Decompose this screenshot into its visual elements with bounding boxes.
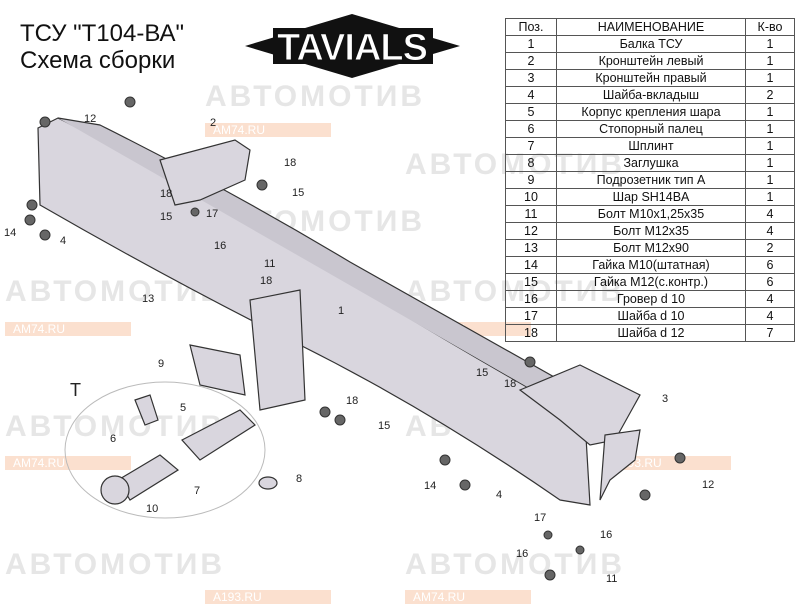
cell-name: Гровер d 10: [556, 290, 746, 308]
watermark: АВТОМОТИВ: [5, 548, 225, 581]
plug-cap: [258, 476, 278, 490]
watermark-site: AM74.RU: [205, 123, 331, 137]
table-header: Поз. НАИМЕНОВАНИЕ К-во: [505, 18, 795, 36]
cell-name: Гайка М10(штатная): [556, 256, 746, 274]
callout-label: 15: [160, 211, 172, 223]
callout-label: 1: [338, 305, 344, 317]
callout-label: 8: [296, 473, 302, 485]
tavials-logo: TAVIALS: [245, 14, 460, 78]
cell-name: Корпус крепления шара: [556, 103, 746, 121]
watermark: АВТОМОТИВ: [205, 80, 425, 113]
callout-label: 13: [142, 293, 154, 305]
cell-pos: 17: [505, 307, 557, 325]
cell-name: Кронштейн левый: [556, 52, 746, 70]
callout-label: 14: [424, 480, 436, 492]
left-bracket: [159, 139, 251, 206]
watermark: АВТОМОТИВ: [405, 548, 625, 581]
callout-label: 3: [662, 393, 668, 405]
cell-qty: 4: [745, 307, 795, 325]
callout-label: 4: [60, 235, 66, 247]
callout-label: 15: [476, 367, 488, 379]
title-subtitle: Схема сборки: [20, 47, 176, 74]
cell-pos: 14: [505, 256, 557, 274]
callout-label: 4: [496, 489, 502, 501]
callout-label: 5: [180, 402, 186, 414]
callout-label: 15: [378, 420, 390, 432]
callout-label: 7: [194, 485, 200, 497]
callout-label: 18: [346, 395, 358, 407]
callout-label: 18: [260, 275, 272, 287]
callout-label: 10: [146, 503, 158, 515]
callout-label: 11: [606, 573, 617, 585]
callout-label: T: [70, 380, 81, 400]
callout-label: 6: [110, 433, 116, 445]
tow-bar-beam: [37, 117, 591, 506]
watermark-site: AM74.RU: [5, 456, 131, 470]
callout-label: 16: [516, 548, 528, 560]
cell-name: Шайба d 10: [556, 307, 746, 325]
callout-label: 11: [264, 258, 275, 270]
callout-label: 9: [158, 358, 164, 370]
callout-label: 12: [84, 113, 96, 125]
lock-pin: [134, 394, 159, 426]
callout-label: 17: [206, 208, 218, 220]
callout-label: 12: [702, 479, 714, 491]
cell-name: Болт М10х1,25х35: [556, 205, 746, 223]
callout-label: 16: [214, 240, 226, 252]
col-qty: К-во: [745, 18, 795, 36]
cell-name: Кронштейн правый: [556, 69, 746, 87]
watermark-site: AM74.RU: [5, 322, 131, 336]
callout-label: 14: [4, 227, 16, 239]
callout-label: 18: [160, 188, 172, 200]
callout-label: 18: [284, 157, 296, 169]
callout-label: 15: [292, 187, 304, 199]
col-pos: Поз.: [505, 18, 557, 36]
ball-housing: [181, 409, 256, 461]
cell-qty: 7: [745, 324, 795, 342]
cell-name: Шайба d 12: [556, 324, 746, 342]
tow-ball: [100, 475, 130, 505]
callout-label: 17: [534, 512, 546, 524]
title-product: ТСУ "Т104-ВА": [20, 20, 185, 47]
callout-label: 2: [210, 117, 216, 129]
svg-text:TAVIALS: TAVIALS: [277, 27, 427, 69]
callout-label: 16: [600, 529, 612, 541]
page-title: ТСУ "Т104-ВА" Схема сборки: [20, 20, 184, 74]
socket-plate: [189, 344, 246, 396]
callout-label: 18: [504, 378, 516, 390]
